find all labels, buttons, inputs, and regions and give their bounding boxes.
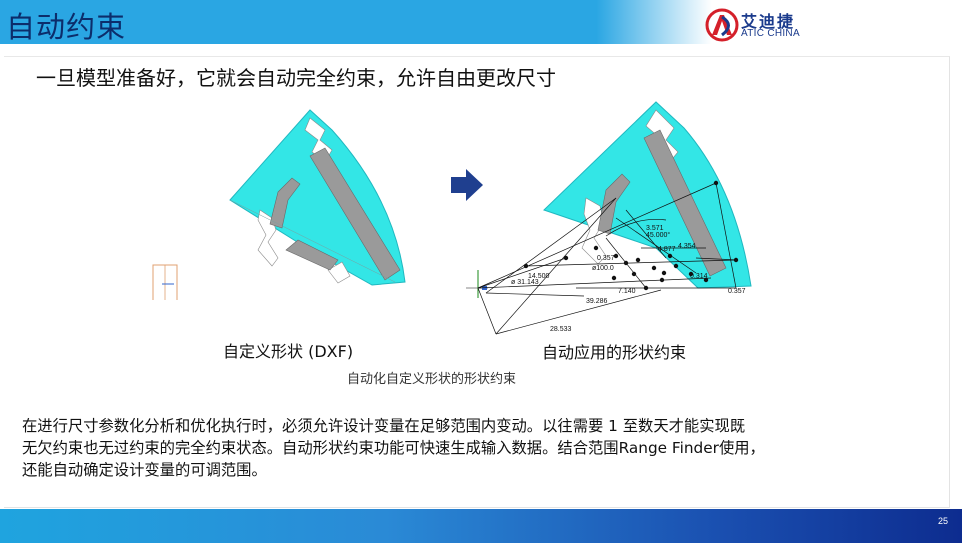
coordinate-marker-icon (152, 264, 178, 300)
dim-label: 28.533 (550, 326, 572, 333)
right-figure-caption: 自动应用的形状约束 (542, 343, 687, 362)
constrained-shape-figure: 3.571 45.000° 4.877 4.354 0.357 ø100.0 1… (466, 101, 752, 335)
dim-label: 4.877 (658, 246, 676, 253)
dim-label: 0.357 (597, 255, 615, 262)
body-line: 在进行尺寸参数化分析和优化执行时，必须允许设计变量在足够范围内变动。以往需要 1… (22, 417, 746, 435)
logo-english-text: ATIC CHINA (741, 28, 800, 39)
page-number: 25 (937, 516, 948, 526)
dim-label: 7.140 (618, 288, 636, 295)
dim-label: 39.286 (586, 298, 608, 305)
slide-subtitle: 一旦模型准备好，它就会自动完全约束，允许自由更改尺寸 (36, 66, 556, 90)
slide-title: 自动约束 (6, 10, 127, 44)
logo-mark-icon (705, 8, 739, 42)
body-paragraph: 在进行尺寸参数化分析和优化执行时，必须允许设计变量在足够范围内变动。以往需要 1… (22, 415, 942, 481)
dim-label: 4.354 (678, 243, 696, 250)
left-figure-caption: 自定义形状 (DXF) (223, 342, 354, 361)
body-line: 还能自动确定设计变量的可调范围。 (22, 461, 267, 479)
dim-label: 0.357 (728, 288, 746, 295)
dim-label: 45.000° (646, 231, 670, 239)
header-bar: 自动约束 (0, 0, 962, 44)
company-logo: 艾迪捷 ATIC CHINA (705, 8, 815, 42)
footer-bar (0, 509, 962, 543)
dim-label: 14.500 (528, 273, 550, 280)
arrow-right-icon (451, 169, 483, 201)
body-line: 无欠约束也无过约束的完全约束状态。自动形状约束功能可快速生成输入数据。结合范围R… (22, 439, 765, 457)
figure-caption: 自动化自定义形状的形状约束 (347, 372, 517, 387)
logo-chinese-text: 艾迪捷 (741, 12, 796, 31)
axis-marker-icon (466, 270, 488, 298)
dim-label: 0.314 (690, 273, 708, 280)
dim-label: ø 31.143 (511, 279, 539, 286)
dim-label: ø100.0 (592, 265, 614, 272)
content-frame (4, 56, 950, 508)
dim-label: 3.571 (646, 225, 664, 232)
dxf-shape-figure (152, 109, 406, 300)
